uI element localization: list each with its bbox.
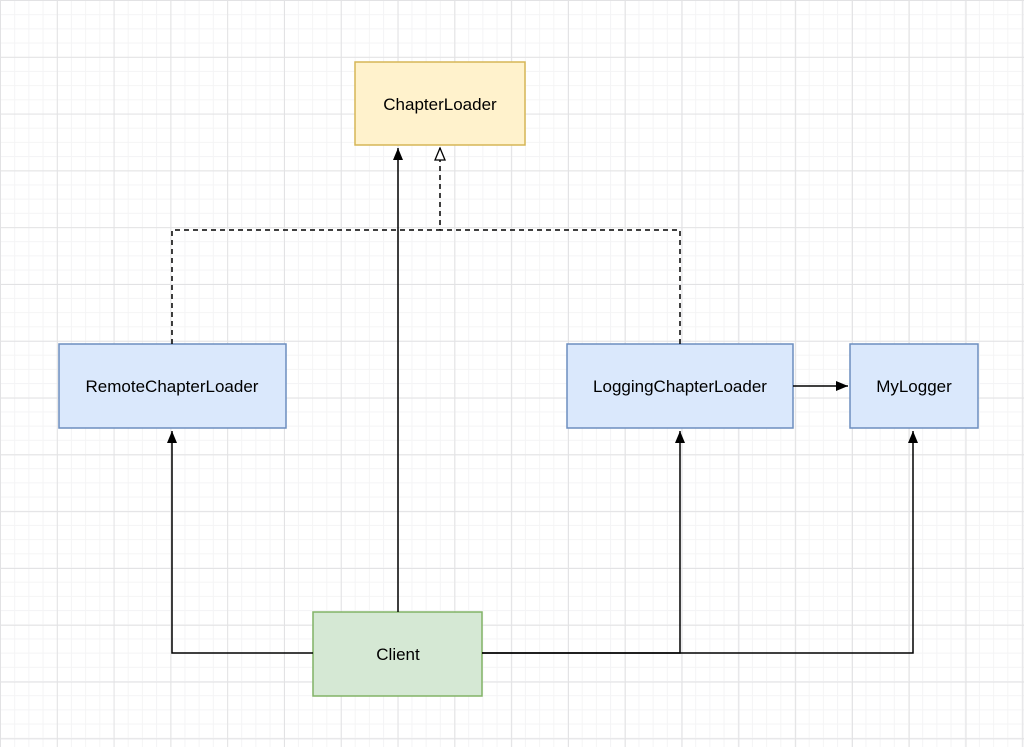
class-box — [849, 343, 979, 429]
class-label: MyLogger — [876, 377, 952, 396]
node-chapterloader[interactable]: ChapterLoader — [354, 61, 526, 146]
class-box — [312, 611, 483, 697]
edge-client-to-loggingchapterloader[interactable] — [482, 431, 685, 654]
class-label: LoggingChapterLoader — [593, 377, 767, 396]
edge-remotechapterloader-realizes-chapterloader[interactable] — [171, 148, 440, 344]
class-box — [58, 343, 287, 429]
edge-client-to-remotechapterloader[interactable] — [167, 431, 313, 654]
node-remotechapterloader[interactable]: RemoteChapterLoader — [58, 343, 287, 429]
edge-client-to-mylogger[interactable] — [482, 431, 918, 654]
class-label: ChapterLoader — [383, 95, 497, 114]
node-client[interactable]: Client — [312, 611, 483, 697]
node-loggingchapterloader[interactable]: LoggingChapterLoader — [566, 343, 794, 429]
class-box — [354, 61, 526, 146]
class-label: Client — [376, 645, 420, 664]
node-mylogger[interactable]: MyLogger — [849, 343, 979, 429]
class-label: RemoteChapterLoader — [86, 377, 259, 396]
edge-loggingchapterloader-realizes-chapterloader[interactable] — [440, 229, 681, 344]
